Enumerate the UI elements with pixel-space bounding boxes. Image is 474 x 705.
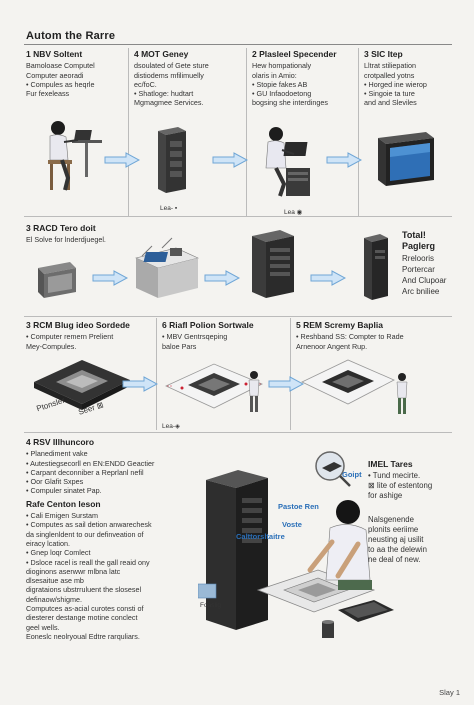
- row1-bottom-rule: [24, 216, 452, 217]
- title-underline: [24, 44, 452, 45]
- person-with-laptop-illustration: [265, 127, 310, 197]
- row3-section-1: 3 RCM Blug ideo Sordede • Computer remer…: [26, 320, 156, 351]
- row4-bullets: • Planediment vake • Autestiegsecorll en…: [26, 449, 155, 496]
- server-tower-illustration: [158, 127, 186, 193]
- callout-goipt: Goipt: [342, 470, 362, 479]
- flow-arrow-8: [268, 376, 304, 392]
- callout-voste: Voste: [282, 520, 302, 529]
- row4-sub-bullets: • Cali Emigen Surstam • Computes as sail…: [26, 511, 152, 641]
- row1-small-label-b: Lea ◉: [284, 209, 303, 216]
- row2-right-body: Rrelooris Portercar And Clupoar Arc bnil…: [402, 254, 447, 296]
- row3-body-2: • MBV Gentrsqeping baloe Pars: [162, 332, 228, 351]
- row3-label-mid: Lea-◈: [162, 423, 181, 430]
- row3-bottom-rule: [24, 432, 452, 433]
- chip-on-pad-illustration: [165, 363, 263, 409]
- row3-divider-1: [156, 318, 157, 430]
- row1-divider-3: [358, 48, 359, 216]
- rack-server-illustration: [252, 230, 294, 298]
- row3-heading-3: 5 REM Scremy Baplia: [296, 320, 383, 330]
- row1-body-2: dsoulated of Gete sture distiodems mfili…: [134, 61, 209, 108]
- row4-section: 4 RSV Illhuncoro • Planediment vake • Au…: [26, 437, 206, 641]
- flow-arrow-4: [92, 270, 128, 286]
- tag-foaslig: Foaslig: [200, 602, 221, 609]
- row3-heading-1: 3 RCM Blug ideo Sordede: [26, 320, 130, 330]
- standing-person-illustration-1: [248, 371, 260, 412]
- row2-body: El Solve for lnderdjuegel.: [26, 235, 106, 245]
- row1-body-4: Lltrat stiliepation crotpalled yotns • H…: [364, 61, 427, 108]
- row1-divider-2: [246, 48, 247, 216]
- row1-heading-3: 2 Plasleel Specender: [252, 49, 337, 59]
- workstation-scene-illustration: [198, 470, 394, 638]
- row4-right-body2: Nalsgenende plonits eeriime neusting aj …: [368, 515, 427, 565]
- row1-section-1: 1 NBV Soltent Bamoloase Computel Compute…: [26, 49, 126, 99]
- row1-heading-1: 1 NBV Soltent: [26, 49, 83, 59]
- row1-body-1: Bamoloase Computel Computer aeoradi • Co…: [26, 61, 95, 99]
- callout-calttorsltaitre: Calttorsltaitre: [236, 532, 285, 541]
- chip-board-illustration-1: [34, 360, 130, 410]
- row2-bottom-rule: [24, 316, 452, 317]
- row1-small-label-a: Lea- ▪: [160, 205, 178, 212]
- callout-pastoe-ren: Pastoe Ren: [278, 502, 319, 511]
- row3-body-3: • Reshband SS: Compter to Rade Arnenoor …: [296, 332, 404, 351]
- row3-divider-2: [290, 318, 291, 430]
- flow-arrow-5: [204, 270, 240, 286]
- row4-sub-heading: Rafe Centon leson: [26, 498, 101, 509]
- row1-heading-4: 3 SIC Itep: [364, 49, 403, 59]
- row2-section: 3 RACD Tero doit El Solve for lnderdjueg…: [26, 223, 226, 245]
- page-title: Autom the Rarre: [26, 30, 116, 42]
- row3-section-2: 6 Riafl Polion Sortwale • MBV Gentrsqepi…: [162, 320, 288, 351]
- row1-divider-1: [128, 48, 129, 216]
- standing-person-illustration-2: [396, 373, 408, 414]
- row4-right-bullets: • Tund mecirte. ⊠ Iite of estentong for …: [368, 471, 433, 501]
- monitor-illustration: [378, 132, 434, 186]
- row1-body-3: Hew hompationaly olaris in Amio: • Stopi…: [252, 61, 328, 108]
- magnifier-icon: [315, 451, 351, 487]
- row1-section-3: 2 Plasleel Specender Hew hompationaly ol…: [252, 49, 356, 108]
- row1-heading-2: 4 MOT Geney: [134, 49, 189, 59]
- row3-section-3: 5 REM Scremy Baplia • Reshband SS: Compt…: [296, 320, 456, 351]
- person-at-desk-illustration: [48, 121, 102, 191]
- row4-right-title: IMEL Tares: [368, 459, 413, 469]
- row1-section-2: 4 MOT Geney dsoulated of Gete sture dist…: [134, 49, 244, 108]
- flow-arrow-1: [104, 152, 140, 168]
- tablet-device-illustration: [38, 262, 76, 298]
- flow-arrow-6: [310, 270, 346, 286]
- row2-heading: 3 RACD Tero doit: [26, 223, 96, 233]
- row3-body-1: • Computer remern Prelient Mey-Compules.: [26, 332, 114, 351]
- row4-right-note: IMEL Tares • Tund mecirte. ⊠ Iite of est…: [368, 459, 462, 565]
- chip-board-illustration-2: [301, 359, 395, 405]
- row3-heading-2: 6 Riafl Polion Sortwale: [162, 320, 254, 330]
- flow-arrow-7: [122, 376, 158, 392]
- row4-heading: 4 RSV Illhuncoro: [26, 437, 95, 447]
- row2-right-note: Total! Paglerg Rrelooris Portercar And C…: [402, 230, 466, 297]
- slide-number: Slay 1: [439, 688, 460, 697]
- row2-right-title: Total! Paglerg: [402, 230, 436, 251]
- flow-arrow-2: [212, 152, 248, 168]
- open-chassis-illustration: [135, 237, 199, 298]
- slim-tower-illustration: [364, 234, 388, 300]
- row1-section-4: 3 SIC Itep Lltrat stiliepation crotpalle…: [364, 49, 456, 108]
- flow-arrow-3: [326, 152, 362, 168]
